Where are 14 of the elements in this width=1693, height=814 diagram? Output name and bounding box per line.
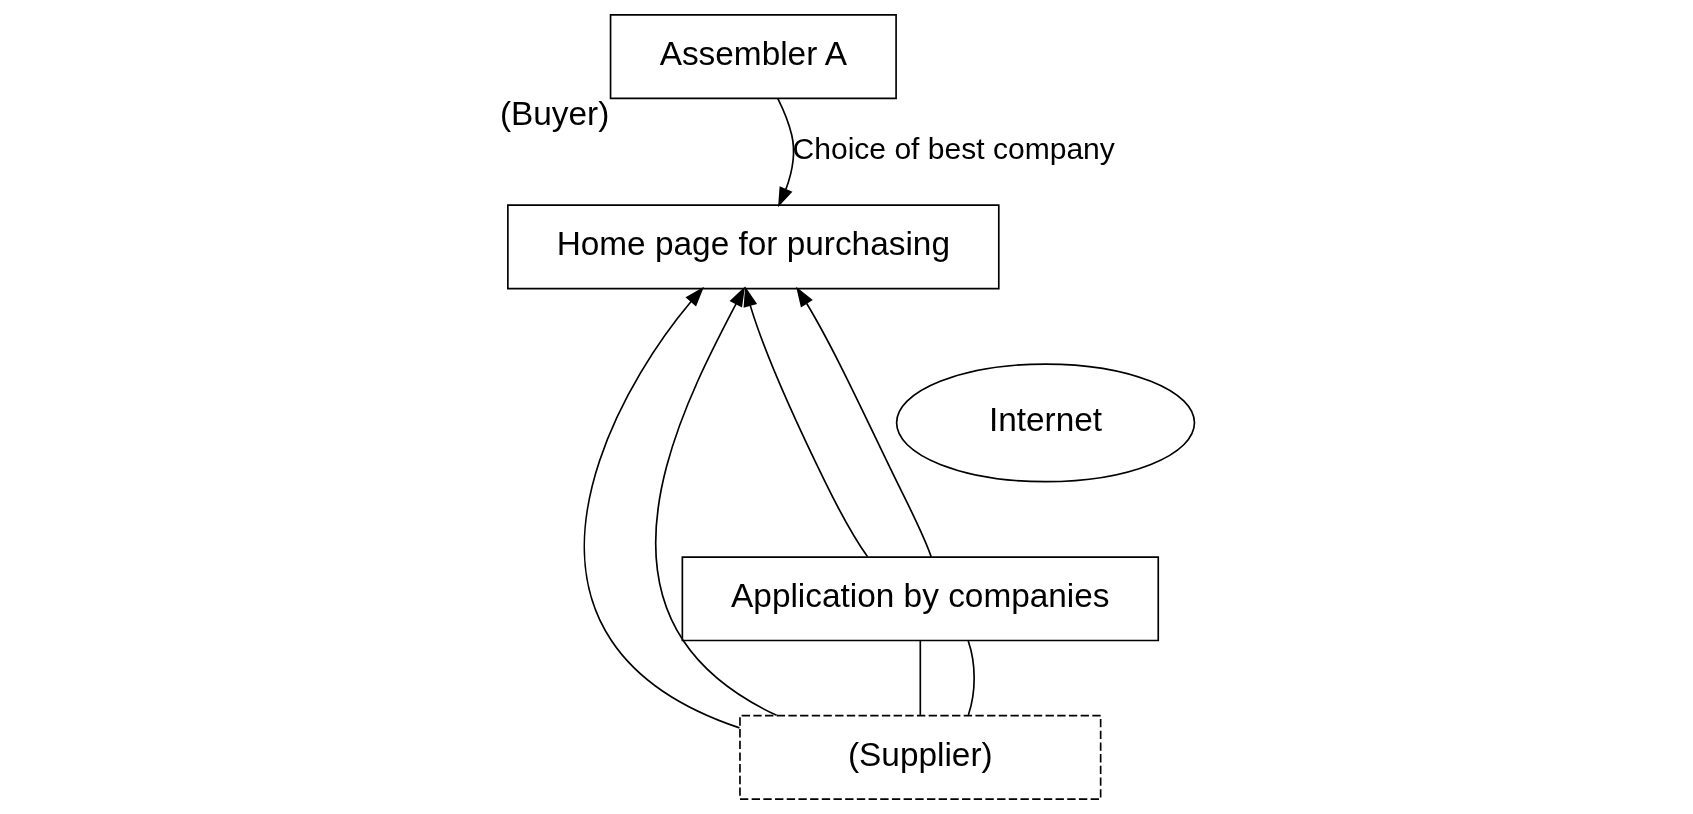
node-label: (Buyer) [499,95,610,133]
connector [919,640,922,716]
arrow [655,286,778,717]
arrow [743,286,869,558]
arrow [776,97,795,208]
arrow [796,286,933,558]
node-box: (Supplier) [739,714,1102,800]
node-ellipse: Internet [895,363,1196,483]
connector [967,640,975,716]
arrow [583,286,741,729]
edge-label: Choice of best company [792,132,1115,166]
node-box: Assembler A [609,14,897,100]
node-box: Home page for purchasing [507,204,1000,290]
node-box: Application by companies [681,556,1160,642]
